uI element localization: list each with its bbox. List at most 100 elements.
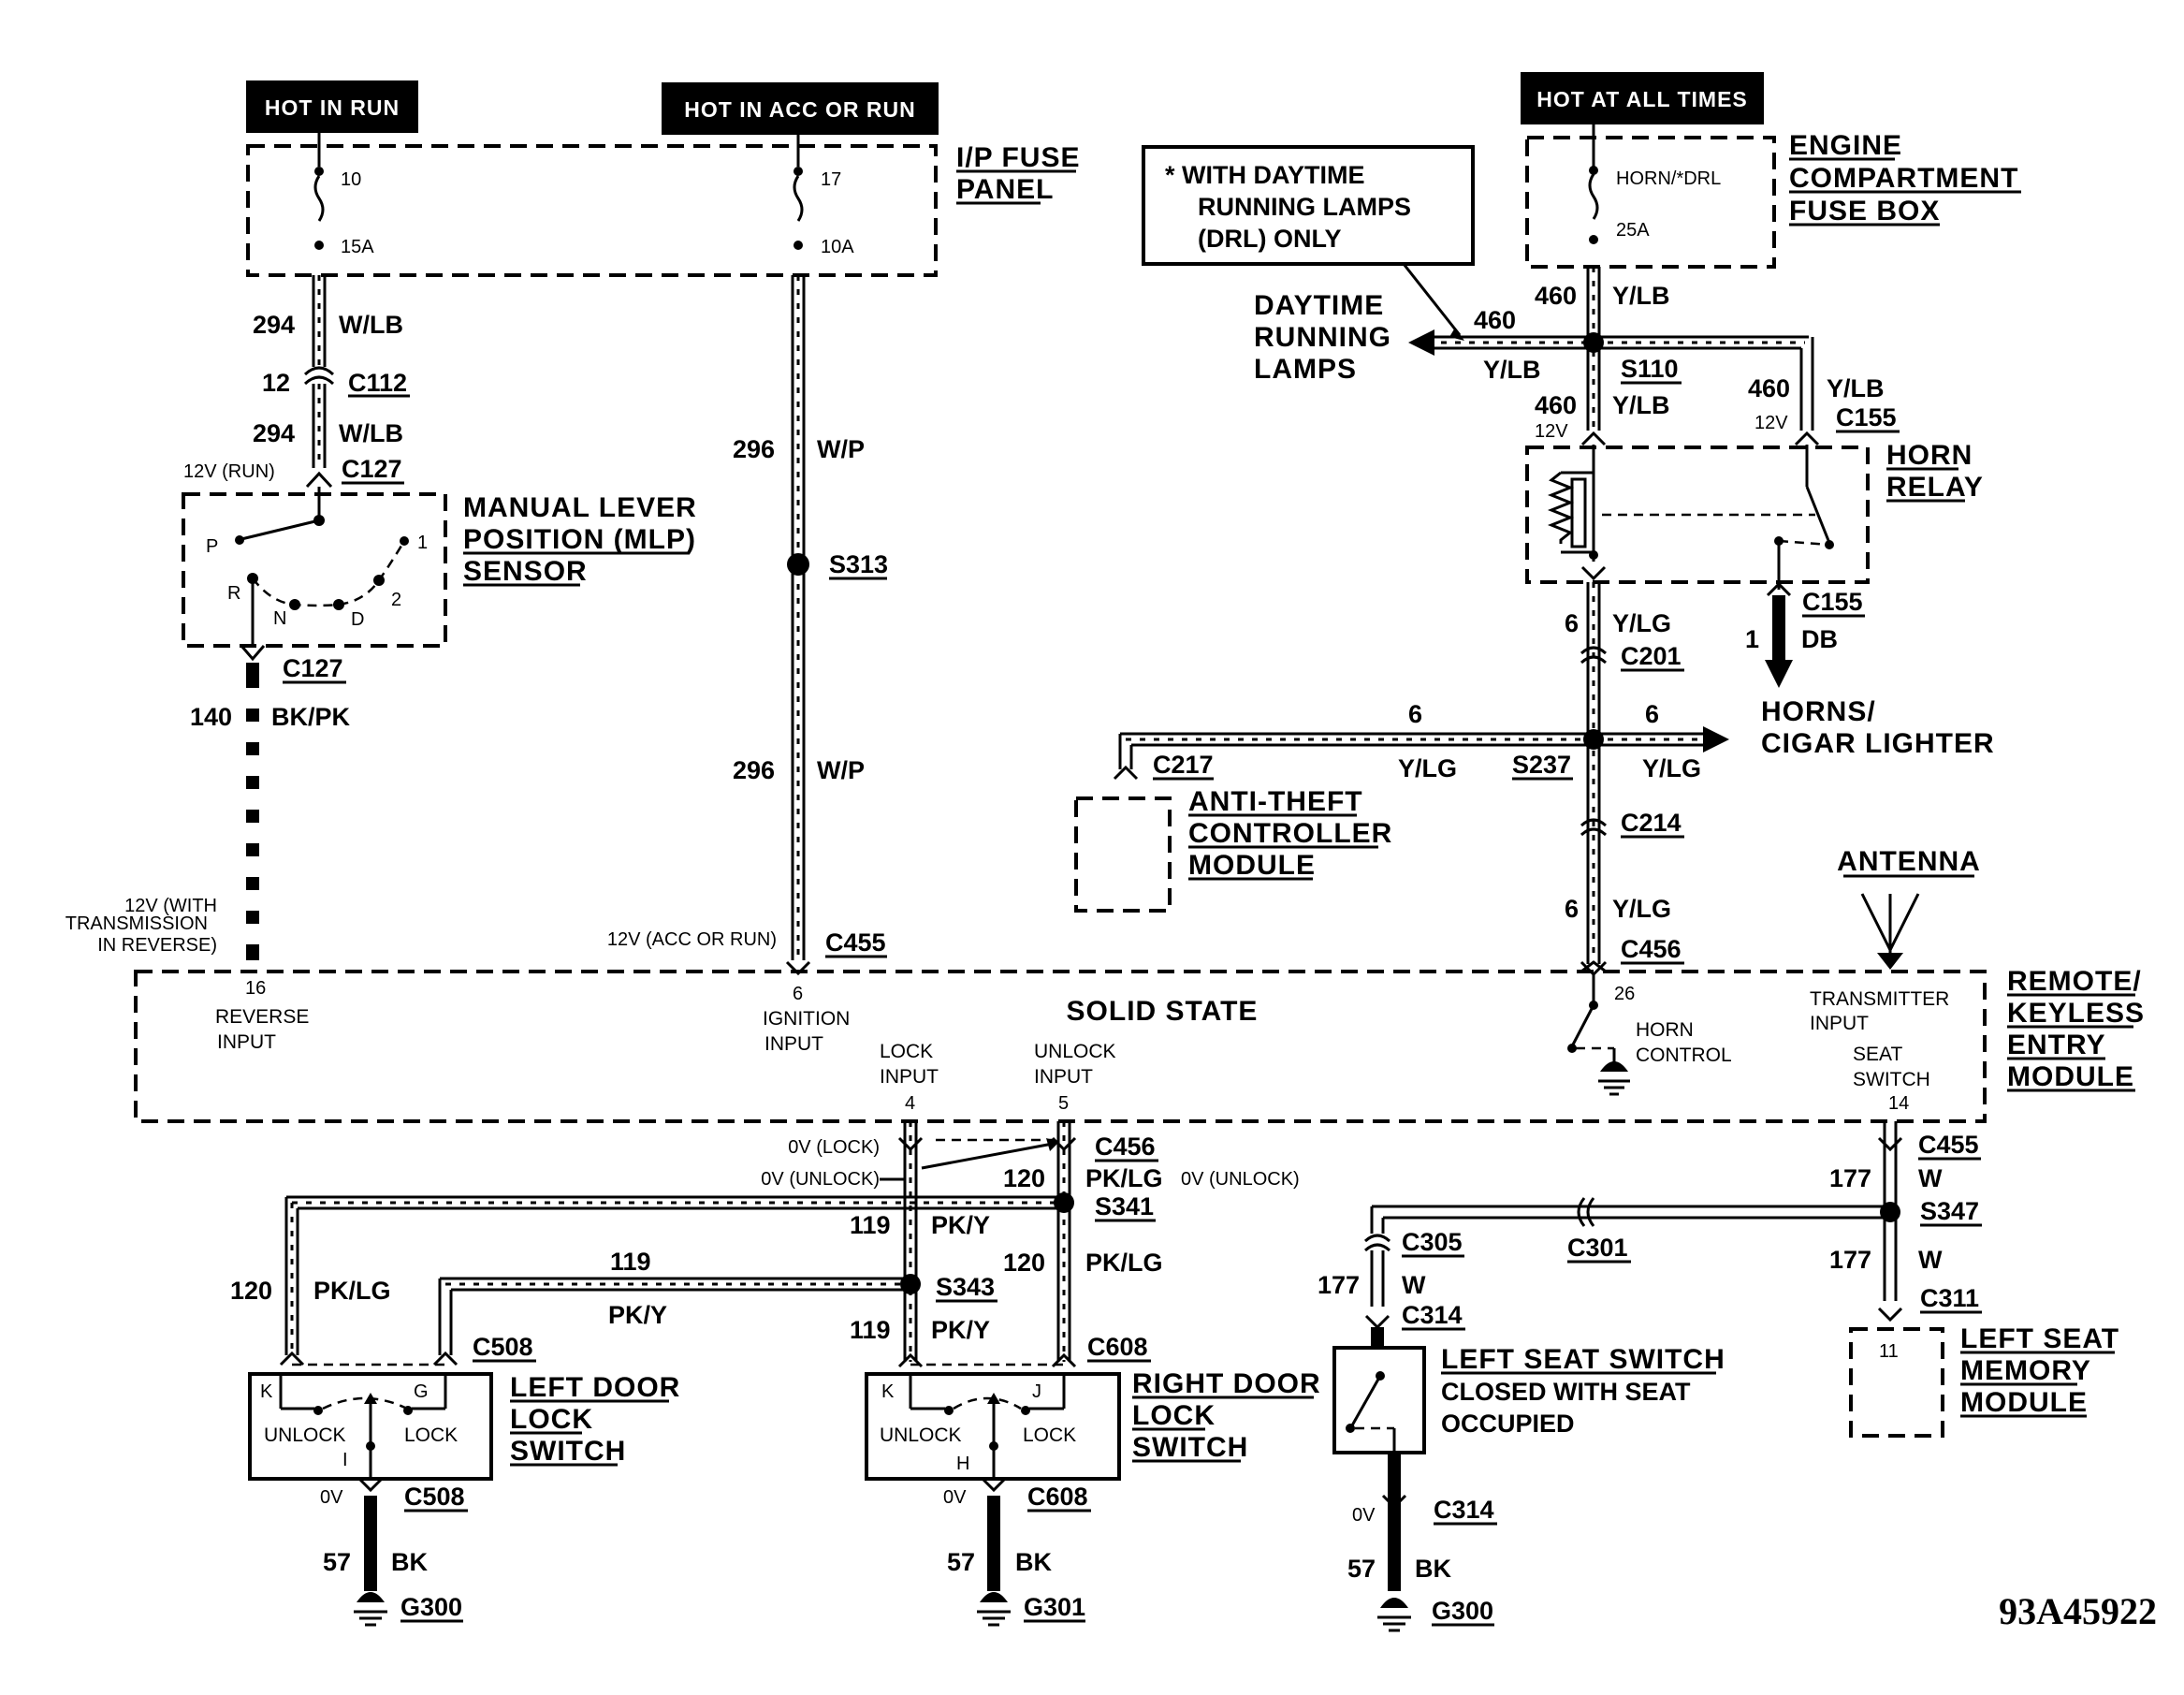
connector-c301-label: C301	[1567, 1234, 1628, 1262]
wire-177-color-b: W	[1918, 1246, 1943, 1274]
circuit-1-horn: C155 1 DB	[1745, 581, 1865, 688]
splice-s313-label: S313	[829, 550, 888, 578]
wire-460-color-b: Y/LB	[1612, 391, 1670, 419]
connector-c508-bottom-label: C508	[404, 1483, 465, 1511]
voltage-0v-unlock-b: 0V (UNLOCK)	[1181, 1169, 1300, 1190]
wire-460-number-c: 460	[1748, 374, 1790, 402]
left-seat-switch-label-3: OCCUPIED	[1441, 1410, 1575, 1438]
left-door-unlock-label: UNLOCK	[264, 1425, 346, 1446]
right-door-switch-label-2: LOCK	[1132, 1400, 1216, 1431]
splice-s341-label: S341	[1095, 1192, 1154, 1220]
engine-compartment-fuse-box: HORN/*DRL 25A ENGINE COMPARTMENT FUSE BO…	[1525, 124, 2021, 269]
rke-pin-16: 16	[245, 978, 266, 999]
wire-294-number-b: 294	[253, 419, 295, 447]
left-door-pin-k: K	[260, 1381, 273, 1402]
fuse-10-number: 10	[341, 169, 361, 190]
relay-coil-icon	[1547, 471, 1575, 544]
drl-note-box: * WITH DAYTIME RUNNING LAMPS (DRL) ONLY	[1142, 145, 1475, 341]
wire-140-color: BK/PK	[271, 703, 351, 731]
c127-connector-top	[305, 471, 333, 489]
voltage-0v-right-door: 0V	[943, 1487, 967, 1508]
c112-connector-bottom	[303, 375, 335, 386]
wire-119-color-a: PK/Y	[931, 1211, 990, 1239]
connector-c314-top-label: C314	[1402, 1301, 1463, 1329]
horn-control-label-2: CONTROL	[1636, 1045, 1732, 1066]
right-door-lock-switch: K J H UNLOCK LOCK RIGHT DOOR LOCK SWITCH…	[865, 1368, 1321, 1627]
wire-177-color-a: W	[1918, 1164, 1943, 1192]
right-door-switch-label-3: SWITCH	[1132, 1432, 1248, 1463]
wire-296-color-b: W/P	[817, 756, 865, 784]
wire-177-number-c: 177	[1318, 1271, 1360, 1299]
engine-fuse-box-label-3: FUSE BOX	[1789, 196, 1940, 226]
lsm-pin-11: 11	[1879, 1341, 1899, 1362]
left-door-pin-g: G	[414, 1381, 429, 1402]
engine-fuse-box-label-1: ENGINE	[1789, 130, 1902, 161]
right-door-lock-label: LOCK	[1023, 1425, 1076, 1446]
splice-s341-dot	[1054, 1192, 1074, 1213]
seat-switch-label-1: SEAT	[1853, 1044, 1902, 1065]
right-door-pin-j: J	[1032, 1381, 1041, 1402]
reverse-input-label-2: INPUT	[217, 1031, 276, 1053]
voltage-12v-reverse-3: IN REVERSE)	[97, 935, 217, 956]
drl-note-line-2: RUNNING LAMPS	[1198, 193, 1411, 221]
voltage-12v-relay-a: 12V	[1535, 421, 1568, 442]
ground-g301-label: G301	[1024, 1593, 1085, 1621]
wire-296-color-a: W/P	[817, 435, 865, 463]
rke-label-1: REMOTE/	[2007, 966, 2142, 997]
mlp-sensor-label-3: SENSOR	[463, 556, 588, 587]
rke-pin-5: 5	[1058, 1093, 1069, 1114]
connector-c214-label: C214	[1621, 809, 1682, 837]
wire-120-number-b: 120	[1003, 1249, 1045, 1277]
left-door-pin-i: I	[342, 1450, 348, 1470]
remote-keyless-entry-module: SOLID STATE 16 REVERSE INPUT 6 IGNITION …	[134, 966, 2144, 1123]
ground-g300-left-icon	[357, 1592, 385, 1602]
wire-120-color-b: PK/LG	[1085, 1249, 1163, 1277]
drl-label-1: DAYTIME	[1254, 290, 1384, 321]
rke-pin-6: 6	[793, 984, 803, 1004]
header-hot-in-acc-or-run: HOT IN ACC OR RUN	[662, 82, 939, 135]
circuit-140: C127 140 BK/PK 12V (WITH TRANSMISSION IN…	[66, 645, 351, 960]
rke-pin-14: 14	[1888, 1093, 1909, 1114]
voltage-0v-left-door: 0V	[320, 1487, 343, 1508]
wire-57-color-right: BK	[1015, 1548, 1052, 1576]
mlp-sensor-label-1: MANUAL LEVER	[463, 492, 697, 523]
horns-arrow	[1703, 726, 1729, 753]
wire-6-number-atm: 6	[1408, 700, 1422, 728]
horns-label-2: CIGAR LIGHTER	[1761, 728, 1995, 759]
c112-pin-12: 12	[262, 369, 290, 397]
wire-6-color-horns: Y/LG	[1642, 754, 1701, 782]
transmitter-input-label-1: TRANSMITTER	[1810, 988, 1949, 1010]
horn-relay: HORN RELAY	[1525, 431, 1983, 590]
connector-c127-bottom-label: C127	[283, 654, 343, 682]
connector-c217-label: C217	[1153, 751, 1214, 779]
wire-57-color-seat: BK	[1415, 1555, 1451, 1583]
ground-g300-seat-label: G300	[1432, 1597, 1493, 1625]
wire-120-number-left: 120	[230, 1277, 272, 1305]
circuit-294: 294 W/LB 12 C112 294 W/LB 12V (RUN) C127	[183, 275, 410, 489]
lock-input-label-2: INPUT	[880, 1066, 939, 1088]
ip-fuse-panel: 10 15A 17 10A I/P FUSE PANEL	[246, 133, 1079, 277]
voltage-12v-acc-or-run: 12V (ACC OR RUN)	[607, 929, 777, 950]
wire-460-color-a: Y/LB	[1612, 282, 1670, 310]
wire-119-number-left: 119	[610, 1248, 651, 1276]
right-door-switch-label-1: RIGHT DOOR	[1132, 1368, 1321, 1399]
fuse-17-number: 17	[821, 169, 841, 190]
fuse-10-rating: 15A	[341, 237, 374, 257]
horn-control-ground-icon	[1600, 1061, 1628, 1072]
connector-c155-bottom-label: C155	[1802, 588, 1863, 616]
lsm-label-2: MEMORY	[1960, 1355, 2091, 1386]
c127-connector-bottom	[240, 645, 266, 662]
wire-460-number-a: 460	[1535, 282, 1577, 310]
wire-120-color-left: PK/LG	[313, 1277, 391, 1305]
c112-connector-top	[303, 366, 335, 376]
splice-s237-label: S237	[1512, 751, 1571, 779]
rke-label-4: MODULE	[2007, 1061, 2134, 1092]
connector-c456-top-label: C456	[1621, 935, 1682, 963]
left-door-switch-label-2: LOCK	[510, 1404, 593, 1435]
left-door-switch-label-1: LEFT DOOR	[510, 1372, 680, 1403]
horns-label-1: HORNS/	[1761, 696, 1876, 727]
wire-57-number-right: 57	[947, 1548, 975, 1576]
header-hot-in-run: HOT IN RUN	[246, 80, 418, 133]
wire-177-number-a: 177	[1829, 1164, 1871, 1192]
drl-label-3: LAMPS	[1254, 354, 1357, 385]
